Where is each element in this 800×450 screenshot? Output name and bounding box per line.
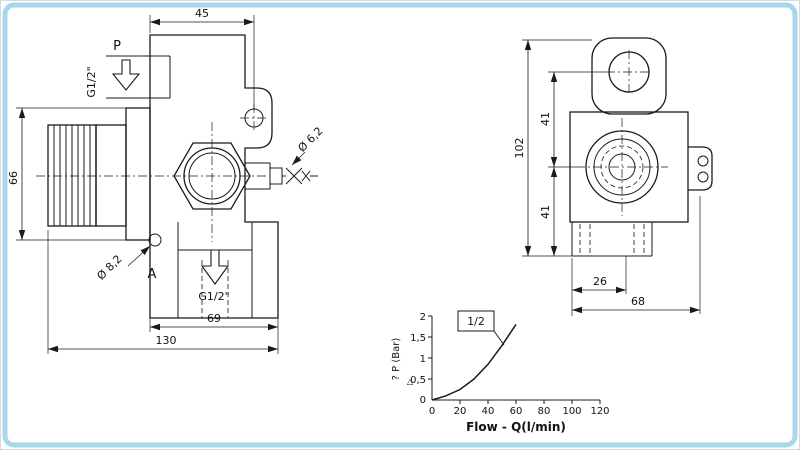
series-tag-box xyxy=(457,310,495,332)
flow-arrow-a xyxy=(200,249,230,285)
dim-upper-41: 41 xyxy=(539,71,606,168)
side-lower-extension xyxy=(571,222,653,257)
dim-top-45: 45 xyxy=(149,7,255,110)
flow-arrow-p xyxy=(111,59,141,91)
series-tag-leader xyxy=(493,330,505,346)
svg-text:41: 41 xyxy=(539,205,552,219)
dim-left-66: 66 xyxy=(7,107,126,241)
x-axis-title: Flow - Q(l/min) xyxy=(466,420,566,434)
dim-bottom-68: 68 xyxy=(572,196,701,314)
dim-height-102: 102 xyxy=(513,39,592,257)
delta-symbol: △ xyxy=(407,377,414,386)
thread-label-bottom: G1/2" xyxy=(198,290,229,303)
x-tick-label: 0 xyxy=(429,406,435,417)
y-tick-label: 0 xyxy=(420,395,426,406)
svg-text:41: 41 xyxy=(539,112,552,126)
svg-text:45: 45 xyxy=(195,7,209,20)
x-tick-label: 120 xyxy=(590,406,609,417)
pressure-flow-chart: 2 1,5 1 0,5 0 0 20 40 60 80 100 120 ? P … xyxy=(391,310,610,434)
side-cap xyxy=(688,146,713,191)
svg-text:26: 26 xyxy=(593,275,607,288)
svg-text:68: 68 xyxy=(631,295,645,308)
x-tick-label: 20 xyxy=(454,406,467,417)
fitting-neck xyxy=(95,124,127,227)
svg-text:69: 69 xyxy=(207,312,221,325)
svg-text:102: 102 xyxy=(513,138,526,159)
side-view: 102 41 41 26 68 xyxy=(513,37,713,316)
series-tag-label: 1/2 xyxy=(467,315,485,328)
drain-fitting xyxy=(244,162,318,190)
small-hole xyxy=(148,233,162,247)
thread-ribs xyxy=(53,125,91,226)
fitting-flange xyxy=(125,107,151,241)
dim-bottom-26: 26 xyxy=(571,256,627,316)
valve-body-outline xyxy=(149,34,279,319)
x-tick-label: 80 xyxy=(538,406,551,417)
svg-text:130: 130 xyxy=(156,334,177,347)
hole-dia-left-label: Ø 8,2 xyxy=(94,252,124,282)
x-tick-label: 100 xyxy=(562,406,581,417)
port-a-label: A xyxy=(148,267,157,282)
x-tick-label: 60 xyxy=(510,406,523,417)
y-tick-label: 1 xyxy=(420,354,426,365)
y-tick-label: 2 xyxy=(420,312,426,323)
front-view: P G1/2" xyxy=(7,7,326,354)
thread-label-top: G1/2" xyxy=(85,66,98,97)
hole-dia-right-label: Ø 6,2 xyxy=(295,124,325,154)
dim-bottom-130: 130 xyxy=(47,230,278,354)
mounting-lug xyxy=(591,37,667,115)
flow-curve xyxy=(431,323,517,401)
svg-text:66: 66 xyxy=(7,171,20,185)
dim-bottom-69: 69 xyxy=(149,312,279,354)
y-tick-label: 0,5 xyxy=(410,375,426,386)
x-tick-label: 40 xyxy=(482,406,495,417)
port-p-label: P xyxy=(113,39,121,54)
y-tick-label: 1,5 xyxy=(410,333,426,344)
dim-lower-41: 41 xyxy=(539,167,558,256)
y-axis-title: ? P (Bar) xyxy=(391,338,402,381)
